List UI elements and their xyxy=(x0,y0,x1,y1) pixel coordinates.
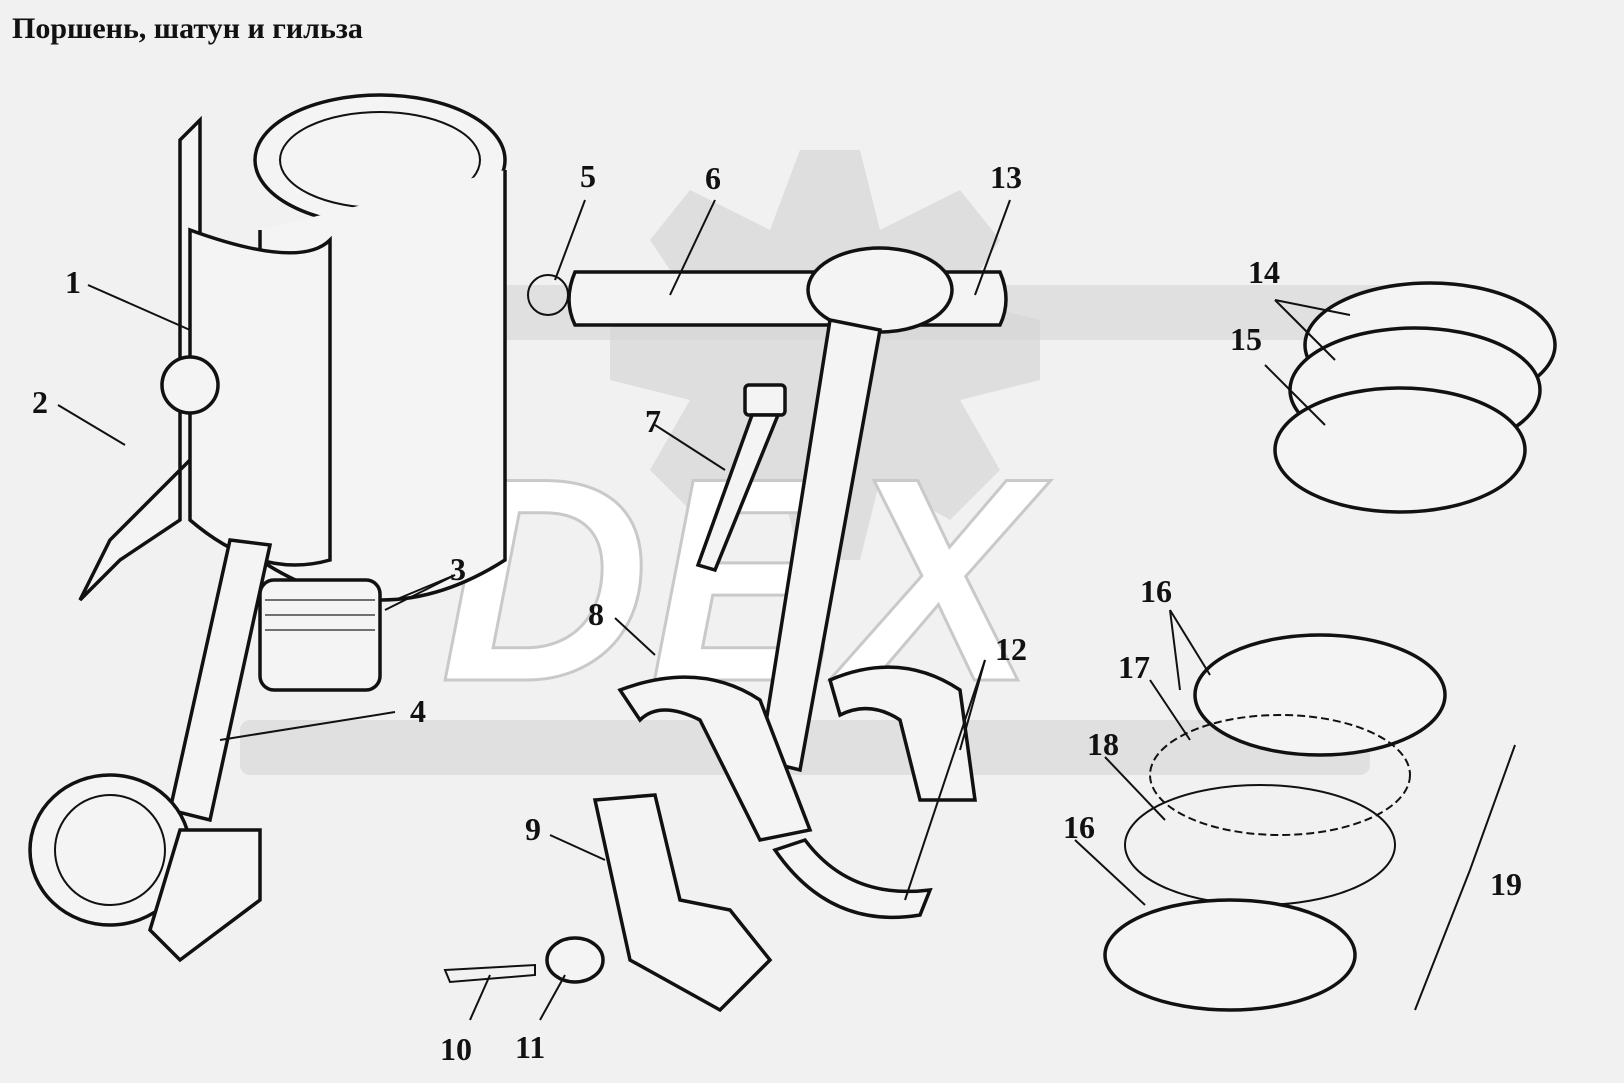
callout-16-upper: 16 xyxy=(1140,573,1172,609)
compression-rings xyxy=(1273,281,1557,514)
callout-1: 1 xyxy=(65,264,81,300)
bearing-shell xyxy=(772,837,933,920)
callout-16-lower: 16 xyxy=(1063,809,1095,845)
page-title: Поршень, шатун и гильза xyxy=(12,12,363,45)
callout-15: 15 xyxy=(1230,321,1262,357)
bearing-cap xyxy=(592,793,773,1013)
callout-7: 7 xyxy=(645,403,661,439)
callout-10: 10 xyxy=(440,1031,472,1067)
callout-6: 6 xyxy=(705,160,721,196)
rod-bolt xyxy=(695,383,787,573)
callout-17: 17 xyxy=(1118,649,1150,685)
oil-ring-set xyxy=(1103,633,1447,1012)
piston-liner-assembly xyxy=(28,93,507,963)
castle-nut xyxy=(545,936,605,984)
callout-numbers: 1 2 3 4 5 6 7 8 9 10 11 12 13 14 15 16 1… xyxy=(32,158,1522,1067)
callout-12: 12 xyxy=(995,631,1027,667)
callout-4: 4 xyxy=(410,693,426,729)
callout-3: 3 xyxy=(450,551,466,587)
cotter-pin xyxy=(443,963,536,984)
callout-11: 11 xyxy=(515,1029,545,1065)
callout-9: 9 xyxy=(525,811,541,847)
callout-14: 14 xyxy=(1248,254,1280,290)
leader-lines xyxy=(57,199,1516,1021)
connecting-rod xyxy=(617,246,978,842)
callout-8: 8 xyxy=(588,596,604,632)
callout-19: 19 xyxy=(1490,866,1522,902)
callout-2: 2 xyxy=(32,384,48,420)
callout-18: 18 xyxy=(1087,726,1119,762)
callout-5: 5 xyxy=(580,158,596,194)
callout-13: 13 xyxy=(990,159,1022,195)
